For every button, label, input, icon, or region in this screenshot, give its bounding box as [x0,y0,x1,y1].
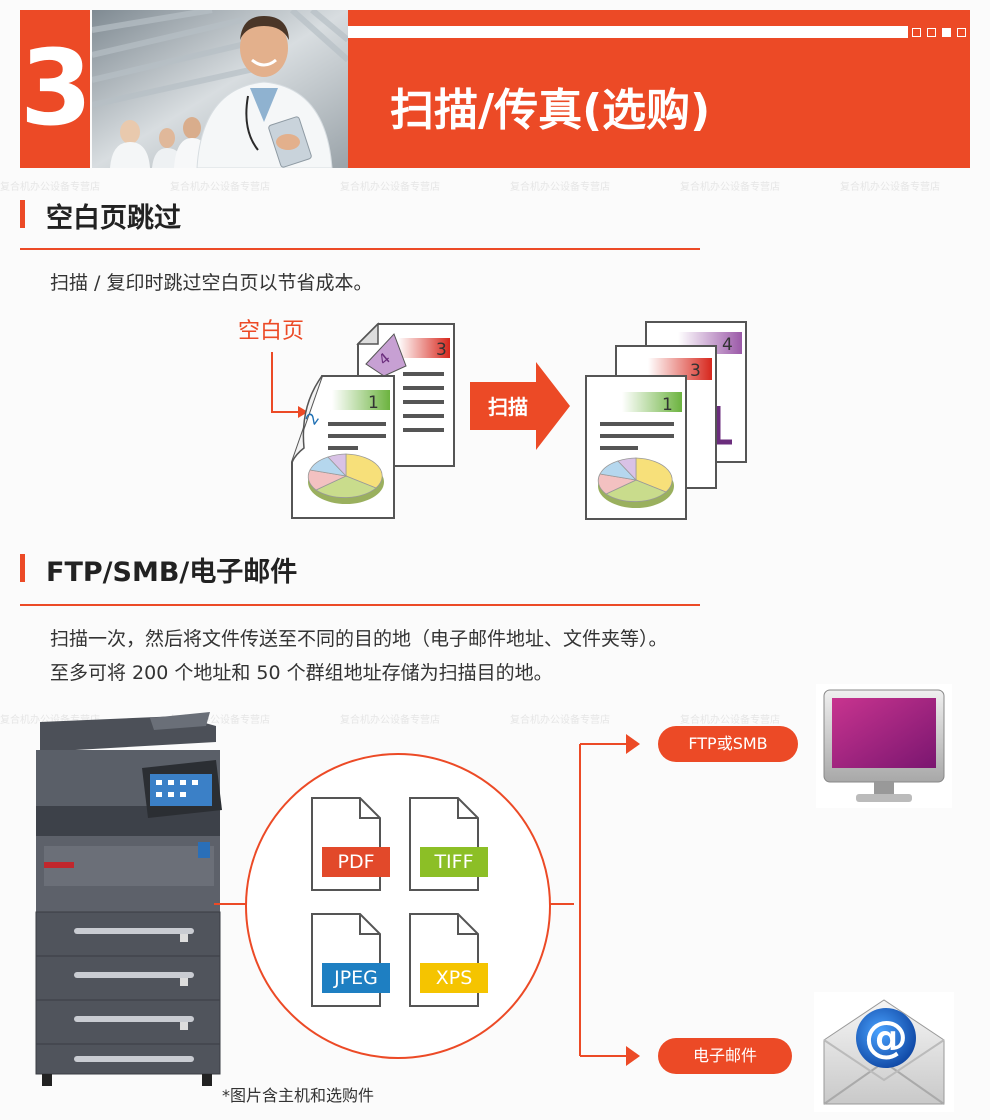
watermark: 复合机办公设备专营店 [510,715,610,726]
section-underline [20,248,700,250]
svg-text:1: 1 [662,395,673,415]
header-stripe [348,26,908,38]
indicator-dot-active [942,28,951,37]
source-page-1: 1 2 [291,375,395,519]
section-description: 扫描 / 复印时跳过空白页以节省成本。 [50,272,373,294]
watermark: 复合机办公设备专营店 [0,182,100,193]
watermark: 复合机办公设备专营店 [170,715,270,726]
svg-text:1: 1 [368,393,379,413]
email-envelope-icon: @ [814,992,954,1112]
watermark: 复合机办公设备专营店 [340,715,440,726]
indicator-dot [927,28,936,37]
file-type-jpeg: JPEG [322,963,390,993]
watermark: 复合机办公设备专营店 [340,182,440,193]
section-title-blank-skip: 空白页跳过 [46,203,181,234]
output-page-1: 1 [585,375,687,520]
scan-arrow-label: 扫描 [488,395,528,419]
watermark: 复合机办公设备专营店 [840,182,940,193]
routing-arrows [574,730,664,1070]
footnote: *图片含主机和选购件 [222,1086,375,1105]
file-format-diagram [214,748,574,1078]
blank-page-skip-diagram: 空白页 3 4 1 2 [238,316,758,526]
file-type-xps: XPS [420,963,488,993]
svg-text:@: @ [864,1012,908,1063]
header-photo [92,10,348,168]
scan-arrow [470,362,570,450]
file-type-tiff: TIFF [420,847,488,877]
svg-text:4: 4 [722,335,733,355]
svg-text:3: 3 [690,361,701,381]
indicator-dot [957,28,966,37]
section-number: 3 [20,27,93,149]
section-description-line1: 扫描一次，然后将文件传送至不同的目的地（电子邮件地址、文件夹等）。 [50,628,668,650]
section-number-block: 3 [20,10,93,168]
destination-email-badge: 电子邮件 [658,1038,792,1074]
section-marker [20,200,25,228]
watermark: 复合机办公设备专营店 [0,715,100,726]
svg-text:3: 3 [436,340,447,360]
section-title-ftp-smb-email: FTP/SMB/电子邮件 [46,557,298,588]
watermark: 复合机办公设备专营店 [510,182,610,193]
destination-ftp-smb-badge: FTP或SMB [658,726,798,762]
header-title: 扫描/传真(选购) [390,85,711,136]
watermark: 复合机办公设备专营店 [680,182,780,193]
mfp-printer-image [30,712,230,1092]
section-marker [20,554,25,582]
file-type-pdf: PDF [322,847,390,877]
section-underline [20,604,700,606]
indicator-dot [912,28,921,37]
watermark: 复合机办公设备专营店 [170,182,270,193]
section-description-line2: 至多可将 200 个地址和 50 个群组地址存储为扫描目的地。 [50,662,553,684]
monitor-icon [816,684,952,808]
watermark: 复合机办公设备专营店 [680,715,780,726]
blank-page-label: 空白页 [238,319,304,344]
